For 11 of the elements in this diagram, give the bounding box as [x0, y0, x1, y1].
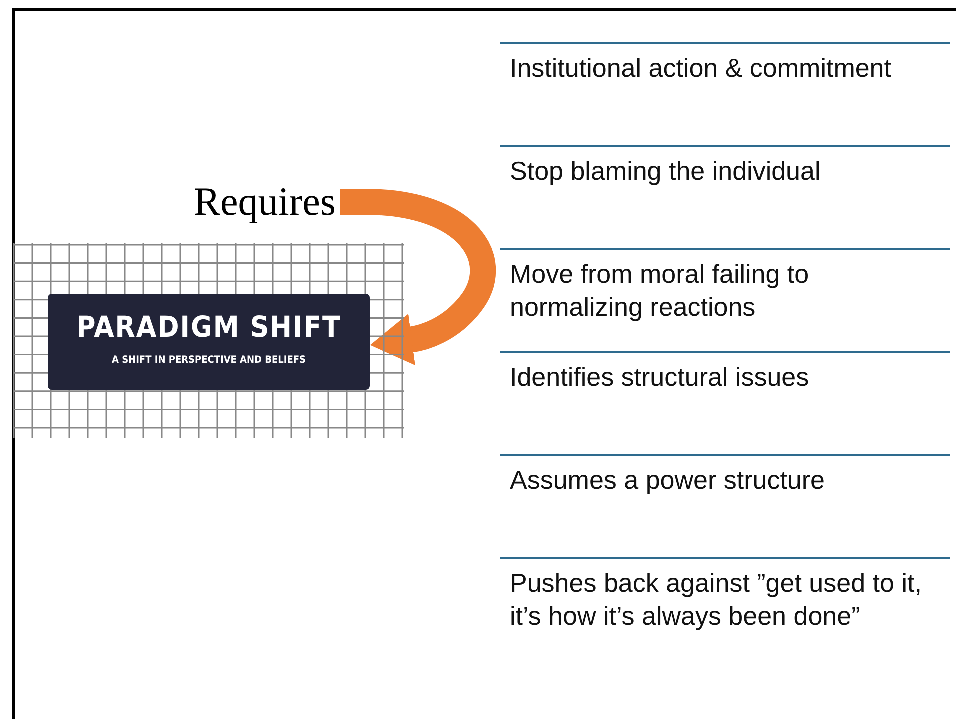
- list-item-text: Identifies structural issues: [510, 361, 810, 394]
- arrow-caption: Requires: [194, 178, 336, 226]
- list-item-text: Stop blaming the individual: [510, 155, 822, 188]
- title-banner: [48, 294, 370, 390]
- list-item-text: Institutional action & commitment: [510, 52, 892, 85]
- banner-heading: PARADIGM SHIFT: [76, 310, 342, 344]
- list-item-text: Assumes a power structure: [510, 464, 826, 497]
- curved-arrow: [340, 189, 496, 366]
- list-item-text: Pushes back against ”get used to it, it’s how it’s always been done”: [510, 567, 923, 633]
- list-item-text: Move from moral failing to normalizing reactions: [510, 258, 810, 324]
- banner-subtitle: A SHIFT IN PERSPECTIVE AND BELIEFS: [110, 355, 308, 366]
